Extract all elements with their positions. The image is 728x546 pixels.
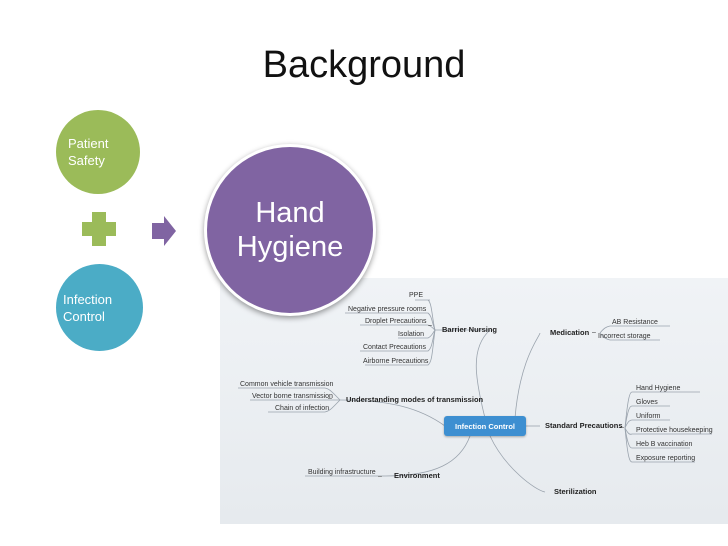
collapse-icon: –: [592, 329, 596, 336]
mindmap-center-node: Infection Control: [444, 416, 526, 436]
mindmap-connectors: [238, 299, 712, 493]
leaf-airborne-precautions: Airborne Precautions: [363, 358, 429, 365]
branch-standard-precautions: Standard Precautions: [545, 421, 623, 430]
branch-medication: Medication: [550, 328, 590, 337]
leaf-ab-resistance: AB Resistance: [612, 319, 658, 326]
branch-barrier-nursing: Barrier Nursing: [442, 325, 498, 334]
collapse-icon: –: [328, 395, 332, 402]
branch-sterilization: Sterilization: [554, 487, 597, 496]
leaf-contact-precautions: Contact Precautions: [363, 344, 427, 351]
branch-transmission: Understanding modes of transmission: [346, 395, 484, 404]
collapse-icon: –: [428, 322, 432, 329]
patient-safety-line2: Safety: [68, 153, 105, 168]
collapse-icon: –: [378, 473, 382, 480]
hand-hygiene-line1: Hand: [255, 197, 325, 229]
leaf-building-infrastructure: Building infrastructure: [308, 469, 376, 476]
plus-icon-horizontal: [82, 222, 116, 236]
infection-control-line2: Control: [63, 308, 105, 324]
leaf-hand-hygiene: Hand Hygiene: [636, 385, 681, 392]
leaf-protective-housekeeping: Protective housekeeping: [636, 427, 713, 434]
leaf-incorrect-storage: Incorrect storage: [598, 333, 651, 340]
branch-environment: Environment: [394, 471, 440, 480]
hand-hygiene-circle: Hand Hygiene: [204, 144, 376, 316]
leaf-vector-borne-transmission: Vector borne transmission: [252, 393, 333, 400]
patient-safety-circle: Patient Safety: [56, 110, 140, 194]
infection-control-circle: Infection Control: [56, 264, 143, 351]
leaf-chain-of-infection: Chain of infection: [275, 405, 330, 412]
collapse-icon: –: [620, 424, 624, 431]
slide-title: Background: [262, 44, 466, 86]
arrow-right-icon: [152, 216, 176, 246]
leaf-droplet-precautions: Droplet Precautions: [365, 318, 427, 325]
leaf-uniform: Uniform: [636, 413, 661, 420]
leaf-exposure-reporting: Exposure reporting: [636, 455, 696, 462]
leaf-common-vehicle-transmission: Common vehicle transmission: [240, 381, 334, 388]
hand-hygiene-line2: Hygiene: [236, 231, 344, 263]
leaf-ppe: PPE: [409, 292, 424, 299]
mindmap-image: Infection Control Barrier Nursing PPE Ne…: [220, 278, 728, 524]
leaf-gloves: Gloves: [636, 399, 658, 406]
leaf-heb-b-vaccination: Heb B vaccination: [636, 441, 693, 448]
leaf-negative-pressure-rooms: Negative pressure rooms: [348, 306, 427, 313]
patient-safety-line1: Patient: [68, 136, 109, 151]
infection-control-line1: Infection: [63, 291, 113, 307]
leaf-isolation: Isolation: [398, 331, 425, 338]
